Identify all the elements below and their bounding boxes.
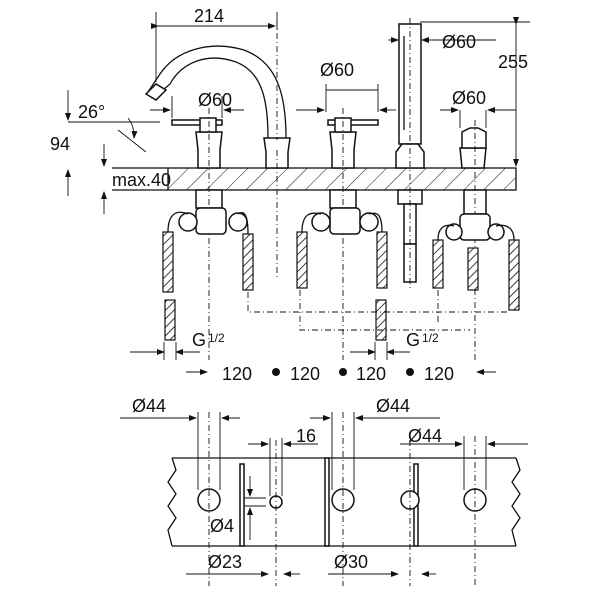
middle-valve <box>327 108 379 360</box>
dim-deck-thickness: max.40 <box>112 170 171 190</box>
dim-plan-dia-c: Ø44 <box>408 426 442 446</box>
dim-dia-middle: Ø60 <box>320 60 354 80</box>
dim-thread-right: G <box>406 330 420 350</box>
spout <box>144 20 291 280</box>
dim-thread-left-frac: 1/2 <box>208 331 225 345</box>
dim-spacing-1: 120 <box>222 364 252 384</box>
middle-mixer-body <box>329 207 361 235</box>
dim-spout-width: 214 <box>194 6 224 26</box>
dim-plan-dia-30: Ø30 <box>334 552 368 572</box>
dim-plan-dia-b: Ø44 <box>376 396 410 416</box>
hand-shower <box>395 18 425 290</box>
elevation-view: 214 255 Ø60 Ø60 Ø60 Ø60 26° <box>50 6 530 384</box>
dim-dia-left: Ø60 <box>198 90 232 110</box>
dim-spacing-3: 120 <box>356 364 386 384</box>
dim-thread-right-frac: 1/2 <box>422 331 439 345</box>
dim-thread-left: G <box>192 330 206 350</box>
dim-plan-offset: 16 <box>296 426 316 446</box>
spacing-dot-1 <box>272 368 280 376</box>
spacing-dot-2 <box>339 368 347 376</box>
dim-angle: 26° <box>78 102 105 122</box>
dim-spacing-2: 120 <box>290 364 320 384</box>
dim-total-height: 255 <box>498 52 528 72</box>
plan-view: Ø44 Ø44 Ø44 16 Ø4 Ø23 Ø30 <box>120 396 528 586</box>
diverter-valve <box>459 120 487 360</box>
hose-routing <box>247 290 508 331</box>
spacing-dot-3 <box>406 368 414 376</box>
dim-plan-dia-23: Ø23 <box>208 552 242 572</box>
diverter-body <box>459 213 491 241</box>
left-valve <box>171 108 223 360</box>
dim-dia-diverter: Ø60 <box>452 88 486 108</box>
dim-height-left: 94 <box>50 134 70 154</box>
dim-spacing-4: 120 <box>424 364 454 384</box>
dim-plan-dia-small: Ø4 <box>210 516 234 536</box>
dim-dia-shower: Ø60 <box>442 32 476 52</box>
left-mixer-body <box>195 207 227 235</box>
dim-plan-dia-a: Ø44 <box>132 396 166 416</box>
hoses <box>162 211 520 341</box>
deck-plate <box>167 167 517 191</box>
